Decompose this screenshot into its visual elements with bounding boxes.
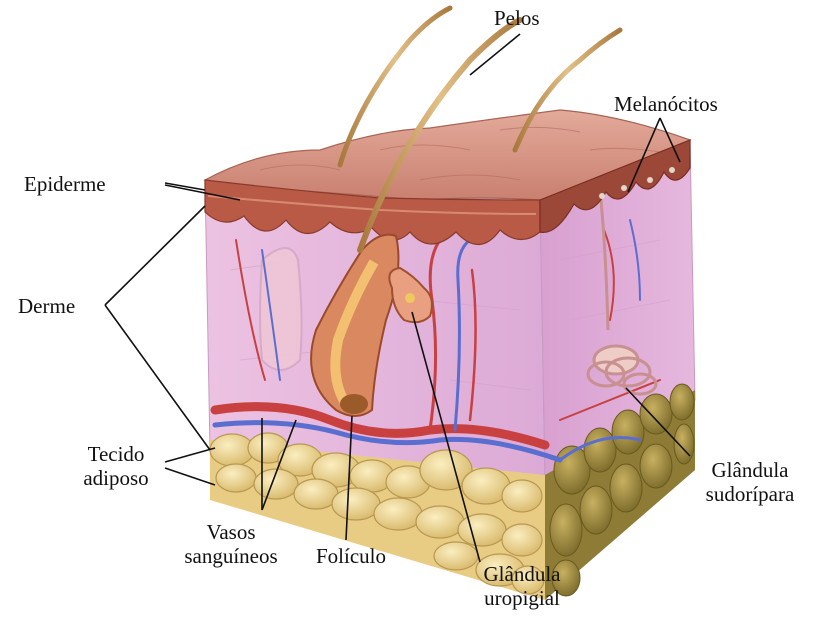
label-uropigial-line1: Glândula	[462, 562, 582, 586]
label-sudoripara-line2: sudorípara	[688, 482, 812, 506]
label-sudoripara-line1: Glândula	[688, 458, 812, 482]
label-melanocitos: Melanócitos	[614, 92, 718, 116]
label-epiderme: Epiderme	[24, 172, 106, 196]
label-melanocitos-text: Melanócitos	[614, 92, 718, 116]
label-uropigial-line2: uropigial	[462, 586, 582, 610]
label-glandula-sudoripara: Glândula sudorípara	[688, 458, 812, 506]
label-foliculo: Folículo	[316, 544, 386, 568]
label-pelos: Pelos	[494, 6, 540, 30]
label-vasos-sanguineos: Vasos sanguíneos	[168, 520, 294, 568]
label-tecido-line2: adiposo	[66, 466, 166, 490]
ghost-gland	[260, 248, 302, 370]
label-vasos-line1: Vasos	[168, 520, 294, 544]
label-pelos-text: Pelos	[494, 6, 540, 30]
label-foliculo-text: Folículo	[316, 544, 386, 568]
label-glandula-uropigial: Glândula uropigial	[462, 562, 582, 610]
label-derme: Derme	[18, 294, 75, 318]
label-derme-text: Derme	[18, 294, 75, 318]
label-tecido-adiposo: Tecido adiposo	[66, 442, 166, 490]
label-vasos-line2: sanguíneos	[168, 544, 294, 568]
label-tecido-line1: Tecido	[66, 442, 166, 466]
label-epiderme-text: Epiderme	[24, 172, 106, 196]
